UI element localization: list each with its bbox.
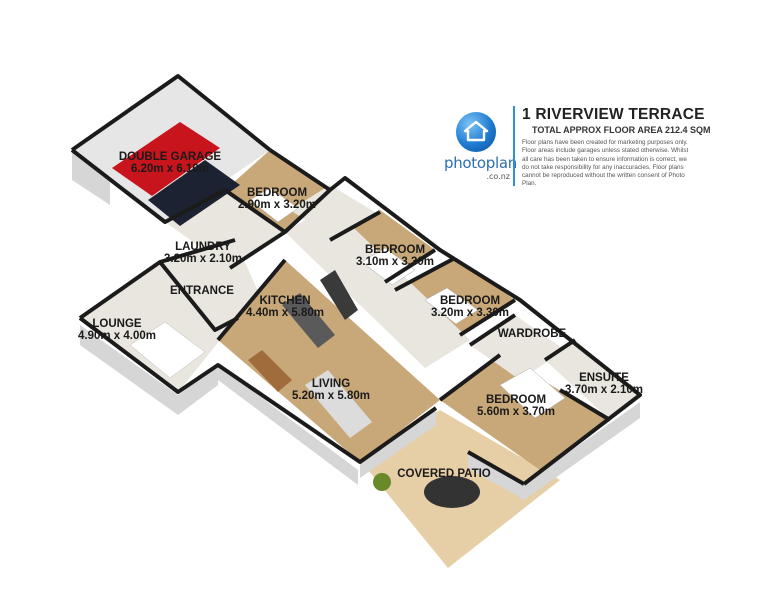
walls bbox=[70, 74, 642, 486]
kitchen-bench bbox=[320, 270, 358, 320]
room-label-bedroom-3: BEDROOM bbox=[440, 295, 500, 307]
exterior-wall-sides bbox=[72, 150, 640, 500]
room-label-laundry: LAUNDRY bbox=[175, 241, 231, 253]
patio-plant bbox=[373, 473, 391, 491]
room-label-double-garage: DOUBLE GARAGE bbox=[119, 151, 222, 163]
room-label-ensuite: ENSUITE bbox=[579, 372, 629, 384]
bed3 bbox=[424, 287, 479, 325]
room-label-master-bedroom: BEDROOM bbox=[486, 394, 546, 406]
ensuite-floor bbox=[545, 340, 640, 420]
garage-cars bbox=[112, 122, 240, 226]
room-size-kitchen: 4.40m x 5.80m bbox=[246, 307, 324, 319]
room-label-bedroom-2: BEDROOM bbox=[365, 244, 425, 256]
patio-table bbox=[424, 476, 480, 508]
room-label-lounge: LOUNGE bbox=[92, 318, 142, 330]
photoplan-logo bbox=[456, 112, 496, 152]
header-divider bbox=[513, 106, 515, 186]
room-label-kitchen: KITCHEN bbox=[259, 295, 310, 307]
room-size-living: 5.20m x 5.80m bbox=[292, 390, 370, 402]
kitchen-living-floor bbox=[218, 260, 440, 462]
bedroom2-floor bbox=[330, 210, 435, 282]
master-bedroom-floor bbox=[440, 355, 610, 470]
master-bed bbox=[499, 367, 566, 419]
room-label-bedroom-1: BEDROOM bbox=[247, 187, 307, 199]
room-size-ensuite: 3.70m x 2.10m bbox=[565, 384, 643, 396]
dining-table bbox=[248, 350, 292, 392]
property-title: 1 RIVERVIEW TERRACE bbox=[522, 106, 705, 123]
room-label-living: LIVING bbox=[312, 378, 350, 390]
room-size-lounge: 4.90m x 4.00m bbox=[78, 330, 156, 342]
house-icon bbox=[463, 120, 489, 142]
living-sofa bbox=[305, 370, 372, 438]
bed2 bbox=[361, 247, 416, 286]
room-label-entrance: ENTRANCE bbox=[170, 285, 234, 297]
bed1 bbox=[249, 187, 299, 223]
room-size-bedroom-2: 3.10m x 3.30m bbox=[356, 256, 434, 268]
floor-area: TOTAL APPROX FLOOR AREA 212.4 SQM bbox=[532, 125, 711, 135]
hallway-floor bbox=[285, 205, 470, 368]
dark-car bbox=[148, 160, 240, 226]
room-size-bedroom-3: 3.20m x 3.30m bbox=[431, 307, 509, 319]
room-size-laundry: 3.20m x 2.10m bbox=[164, 253, 242, 265]
room-labels: DOUBLE GARAGE 6.20m x 6.10m BEDROOM 2.90… bbox=[78, 151, 643, 480]
logo-domain: .co.nz bbox=[486, 172, 510, 181]
room-size-master-bedroom: 5.60m x 3.70m bbox=[477, 406, 555, 418]
kitchen-island bbox=[282, 293, 335, 348]
lounge-rug bbox=[129, 321, 206, 379]
room-label-covered-patio: COVERED PATIO bbox=[397, 468, 491, 480]
red-car bbox=[112, 122, 220, 196]
disclaimer-text: Floor plans have been created for market… bbox=[522, 139, 689, 188]
room-size-bedroom-1: 2.90m x 3.20m bbox=[238, 199, 316, 211]
logo-wordmark: photoplan bbox=[444, 154, 517, 172]
plan-header: photoplan .co.nz 1 RIVERVIEW TERRACE TOT… bbox=[444, 102, 764, 192]
room-label-wardrobe: WARDROBE bbox=[498, 328, 567, 340]
room-size-double-garage: 6.20m x 6.10m bbox=[131, 163, 209, 175]
